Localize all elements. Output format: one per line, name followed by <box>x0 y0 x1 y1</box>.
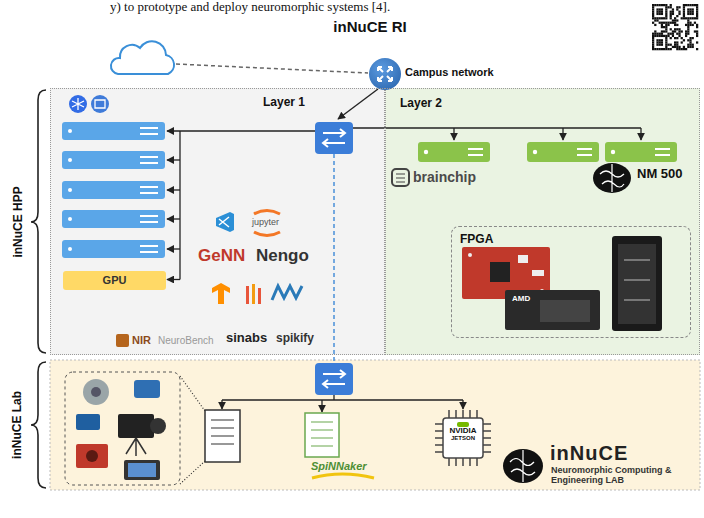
layer-region: Layer 2 brainchip NM 500FPGA <box>385 88 700 355</box>
logo-text: jupyter <box>252 217 279 227</box>
logo-text: sinabs <box>226 331 267 346</box>
node-text: brainchip <box>413 169 476 185</box>
jetson-chip: NVIDIAJETSON <box>443 418 483 458</box>
node-text: NVIDIA <box>449 426 476 435</box>
caption-fragment: y) to prototype and deploy neuromorphic … <box>110 0 390 15</box>
bracket-label: inNuCE Lab <box>11 391 25 459</box>
logo-text: NIR <box>132 334 151 347</box>
node-text: NM 500 <box>637 167 683 182</box>
logo-text: spikify <box>276 332 314 346</box>
node-text: Campus network <box>405 66 494 79</box>
bracket-label: inNuCE HPP <box>11 186 25 257</box>
node-text: JETSON <box>451 435 475 442</box>
fpga-group: FPGA <box>451 226 691 338</box>
node-text: SpiNNaker <box>311 460 367 473</box>
router-arrows <box>369 58 401 90</box>
server: brainchip <box>419 143 491 163</box>
lab-logo: inNuCE <box>550 442 628 465</box>
card-brand: AMD <box>512 294 530 303</box>
node-text: GPU <box>103 274 127 287</box>
lab-logo-subtitle: Neuromorphic Computing & Engineering LAB <box>551 466 691 486</box>
node-text: Layer 2 <box>400 97 442 111</box>
layer-region: Layer 1 GPU <box>50 88 385 355</box>
gpu-server: GPU <box>63 271 166 290</box>
node-text: FPGA <box>460 233 493 247</box>
logo-text: Nengo <box>256 246 309 266</box>
router: Campus network <box>369 58 401 90</box>
diagram-title: inNuCE RI <box>333 18 406 35</box>
logo-text: NeuroBench <box>158 335 214 347</box>
logo-text: GeNN <box>198 246 245 266</box>
node-text: Layer 1 <box>263 96 305 110</box>
server: NM 500 <box>606 143 679 163</box>
spinnaker-server: SpiNNaker <box>305 413 339 457</box>
